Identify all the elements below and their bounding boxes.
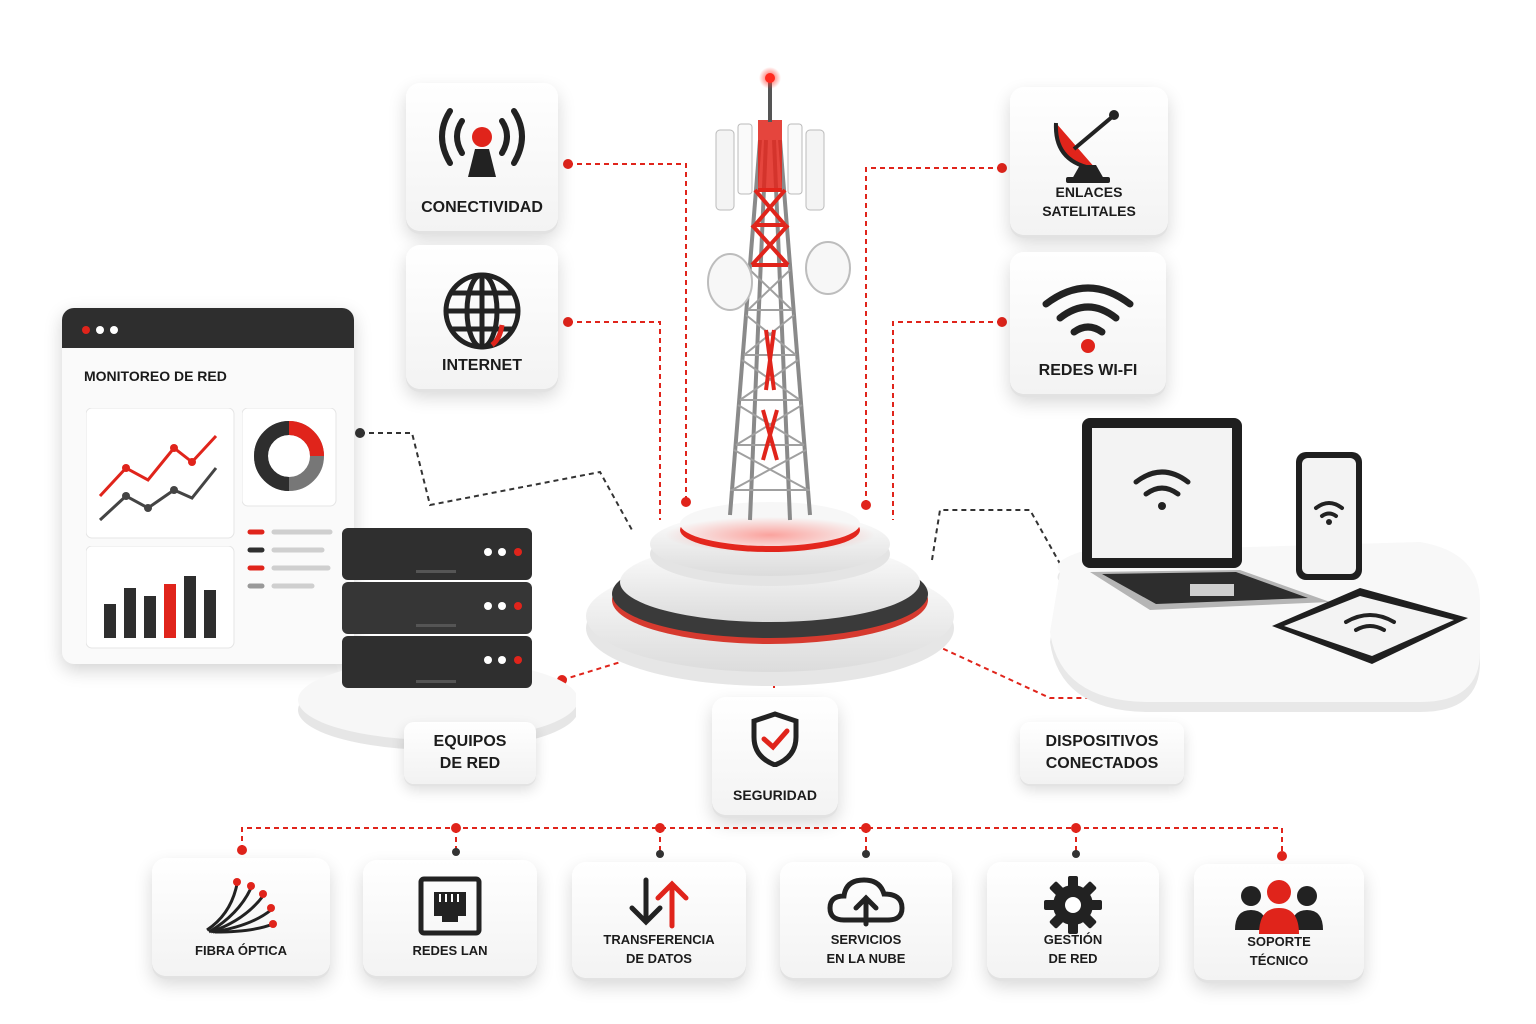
line-chart-widget (86, 408, 235, 539)
shield-check-icon (751, 711, 799, 767)
card-gestion-line1: GESTIÓN (1043, 932, 1103, 947)
gear-icon (1044, 876, 1102, 934)
transfer-arrows-icon (629, 877, 689, 929)
window-dot (96, 326, 104, 334)
tag-dispositivos-conectados[interactable]: DISPOSITIVOS CONECTADOS (1020, 722, 1184, 784)
donut-chart-widget (242, 408, 337, 507)
ethernet-port-icon (418, 876, 482, 936)
card-servicios-en-la-nube[interactable]: SERVICIOS EN LA NUBE (780, 862, 952, 978)
fiber-optic-icon (206, 878, 277, 934)
dashboard-title: MONITOREO DE RED (84, 368, 227, 384)
card-transferencia-line2: DE DATOS (626, 951, 692, 966)
broadcast-antenna-icon (439, 108, 525, 177)
card-gestion-de-red[interactable]: GESTIÓN DE RED (987, 862, 1159, 978)
window-dot (110, 326, 118, 334)
team-icon (1235, 880, 1323, 934)
globe-icon (443, 272, 521, 350)
card-gestion-line2: DE RED (1048, 951, 1098, 966)
cell-tower-illustration (586, 67, 954, 686)
card-enlaces-label: ENLACES SATELITALES (1042, 184, 1136, 219)
card-wifi-label: REDES WI-FI (1038, 362, 1138, 379)
tag-dispositivos-line1: DISPOSITIVOS (1045, 733, 1159, 750)
tag-dispositivos-line2: CONECTADOS (1045, 755, 1159, 772)
card-soporte-line1: SOPORTE (1247, 934, 1311, 949)
card-fibra-optica[interactable]: FIBRA ÓPTICA (152, 858, 330, 976)
connected-devices-illustration (1050, 418, 1480, 712)
card-conectividad-label: CONECTIVIDAD (421, 199, 543, 216)
card-conectividad[interactable]: CONECTIVIDAD (406, 83, 558, 231)
card-transferencia-line1: TRANSFERENCIA (603, 932, 715, 947)
bar-chart-widget (86, 546, 235, 649)
legend-list-widget (247, 529, 333, 589)
card-seguridad-label: SEGURIDAD (732, 787, 817, 803)
wifi-icon (1042, 284, 1134, 353)
window-dot-red (82, 326, 90, 334)
card-seguridad[interactable]: SEGURIDAD (712, 697, 838, 815)
tag-equipos-de-red[interactable]: EQUIPOS DE RED (404, 722, 536, 784)
network-monitor-dashboard[interactable]: MONITOREO DE RED (62, 308, 354, 664)
card-enlaces-satelitales[interactable]: ENLACES SATELITALES (1010, 87, 1168, 235)
card-internet[interactable]: INTERNET (406, 245, 558, 389)
card-fibra-line1: FIBRA ÓPTICA (195, 943, 287, 958)
satellite-dish-icon (1053, 110, 1119, 183)
card-soporte-line2: TÉCNICO (1249, 953, 1309, 968)
card-redes-wifi[interactable]: REDES WI-FI (1010, 252, 1166, 394)
card-transferencia-de-datos[interactable]: TRANSFERENCIA DE DATOS (572, 862, 746, 978)
card-lan-line1: REDES LAN (412, 943, 488, 958)
tag-equipos-line2: DE RED (439, 755, 501, 772)
card-redes-lan[interactable]: REDES LAN (363, 860, 537, 976)
dashboard-titlebar (62, 308, 354, 348)
card-soporte-tecnico[interactable]: SOPORTE TÉCNICO (1194, 864, 1364, 980)
tag-equipos-line1: EQUIPOS (433, 733, 507, 750)
card-servicios-line2: EN LA NUBE (826, 951, 906, 966)
card-servicios-line1: SERVICIOS (830, 932, 902, 947)
card-internet-label: INTERNET (442, 357, 522, 374)
server-rack-illustration (298, 528, 576, 750)
cloud-upload-icon (827, 877, 905, 927)
